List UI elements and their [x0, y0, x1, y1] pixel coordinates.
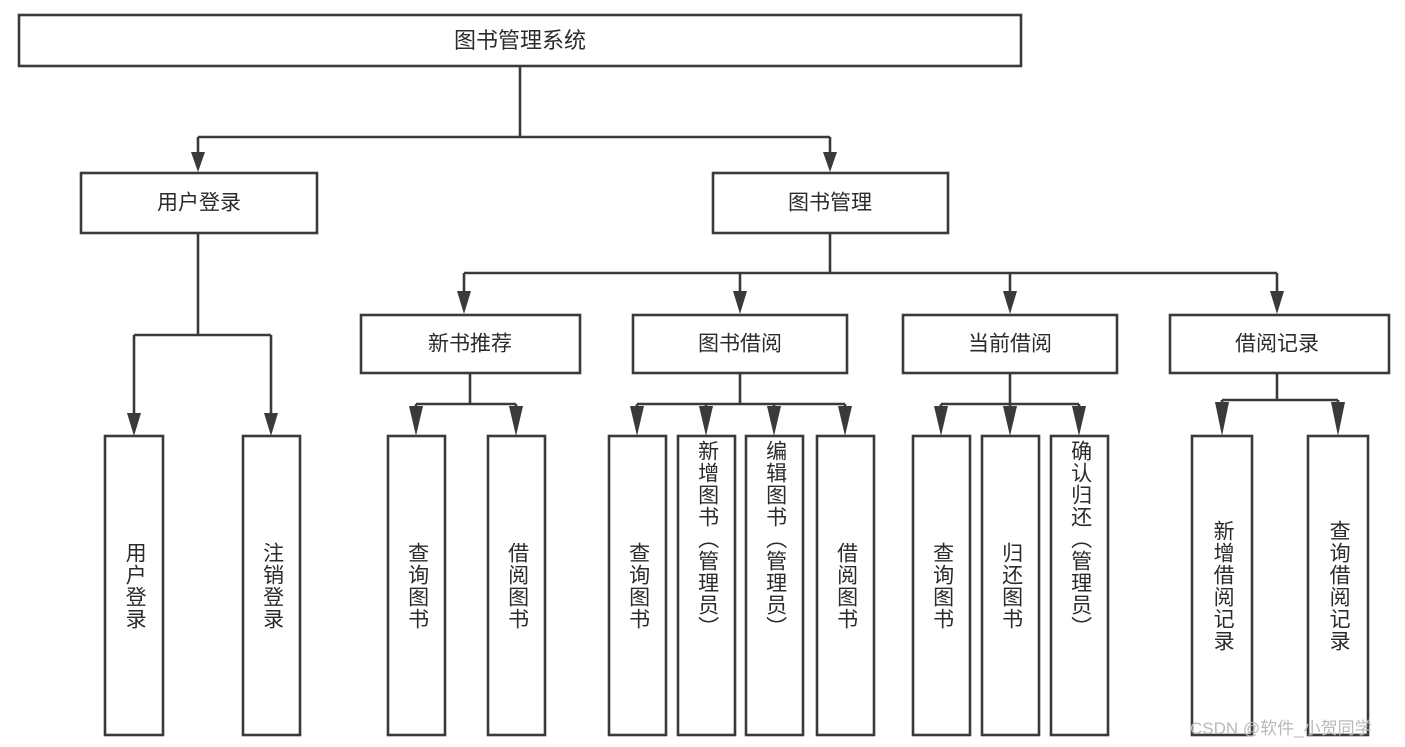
node-new-book-recommend-label: 新书推荐	[428, 333, 512, 356]
node-root[interactable]: 图书管理系统	[17, 13, 1023, 68]
node-root-label: 图书管理系统	[454, 28, 586, 53]
node-borrow-record[interactable]: 借阅记录	[1168, 313, 1391, 375]
leaf-box-book-borrow-3[interactable]	[815, 434, 876, 737]
leaf-box-book-borrow-2[interactable]	[744, 434, 805, 737]
node-new-book-recommend[interactable]: 新书推荐	[359, 313, 582, 375]
node-user-login[interactable]: 用户登录	[79, 171, 319, 235]
node-user-login-label: 用户登录	[157, 192, 241, 215]
node-current-borrow-label: 当前借阅	[968, 333, 1052, 356]
arrowhead-icon-c3	[1003, 291, 1017, 314]
node-new-book-recommend-box[interactable]	[359, 313, 582, 375]
leaf-box-new-book-0[interactable]	[386, 434, 447, 737]
arrowhead-icon-ul-leaf2	[264, 413, 278, 436]
node-user-login-box[interactable]	[79, 171, 319, 235]
node-borrow-record-box[interactable]	[1168, 313, 1391, 375]
arrowhead-icon-cb-leaf2	[1003, 406, 1017, 436]
arrowhead-icon-ul-leaf1	[127, 413, 141, 436]
leaf-box-user-login-0[interactable]	[103, 434, 165, 737]
node-borrow-record-label: 借阅记录	[1235, 333, 1319, 356]
node-book-management-box[interactable]	[711, 171, 950, 235]
arrowhead-icon-bb-leaf4	[838, 406, 852, 436]
leaf-box-book-borrow-0[interactable]	[607, 434, 668, 737]
node-current-borrow[interactable]: 当前借阅	[901, 313, 1119, 375]
node-current-borrow-box[interactable]	[901, 313, 1119, 375]
arrowhead-icon-userlogin	[191, 152, 205, 172]
node-book-borrow-box[interactable]	[631, 313, 849, 375]
leaf-box-borrow-record-1[interactable]	[1306, 434, 1370, 737]
leaf-box-new-book-1[interactable]	[486, 434, 547, 737]
arrowhead-icon-cb-leaf3	[1072, 406, 1086, 436]
arrowhead-icon-br-leaf2	[1331, 402, 1345, 436]
arrowhead-icon-bookmgmt	[823, 152, 837, 172]
node-book-borrow-label: 图书借阅	[698, 333, 782, 356]
leaf-box-borrow-record-0[interactable]	[1190, 434, 1254, 737]
arrowhead-icon-c4	[1270, 291, 1284, 314]
leaf-box-current-borrow-1[interactable]	[980, 434, 1041, 737]
arrowhead-icon-bb-leaf1	[630, 406, 644, 436]
arrowhead-icon-nb-leaf2	[509, 406, 523, 436]
leaf-box-book-borrow-1[interactable]	[676, 434, 737, 737]
node-book-management[interactable]: 图书管理	[711, 171, 950, 235]
arrowhead-icon-c2	[733, 291, 747, 314]
arrowhead-icon-cb-leaf1	[934, 406, 948, 436]
arrowhead-icon-bb-leaf3	[767, 406, 781, 436]
arrowheads-group	[127, 152, 1345, 436]
leaf-boxes-group	[103, 434, 1370, 737]
arrowhead-icon-br-leaf1	[1215, 402, 1229, 436]
leaf-box-user-login-1[interactable]	[241, 434, 302, 737]
arrowhead-icon-nb-leaf1	[409, 406, 423, 436]
node-root-box[interactable]	[17, 13, 1023, 68]
leaf-box-current-borrow-2[interactable]	[1049, 434, 1110, 737]
leaf-box-current-borrow-0[interactable]	[911, 434, 972, 737]
node-book-management-label: 图书管理	[788, 192, 872, 215]
arrowhead-icon-c1	[457, 291, 471, 314]
arrowhead-icon-bb-leaf2	[699, 406, 713, 436]
node-book-borrow[interactable]: 图书借阅	[631, 313, 849, 375]
